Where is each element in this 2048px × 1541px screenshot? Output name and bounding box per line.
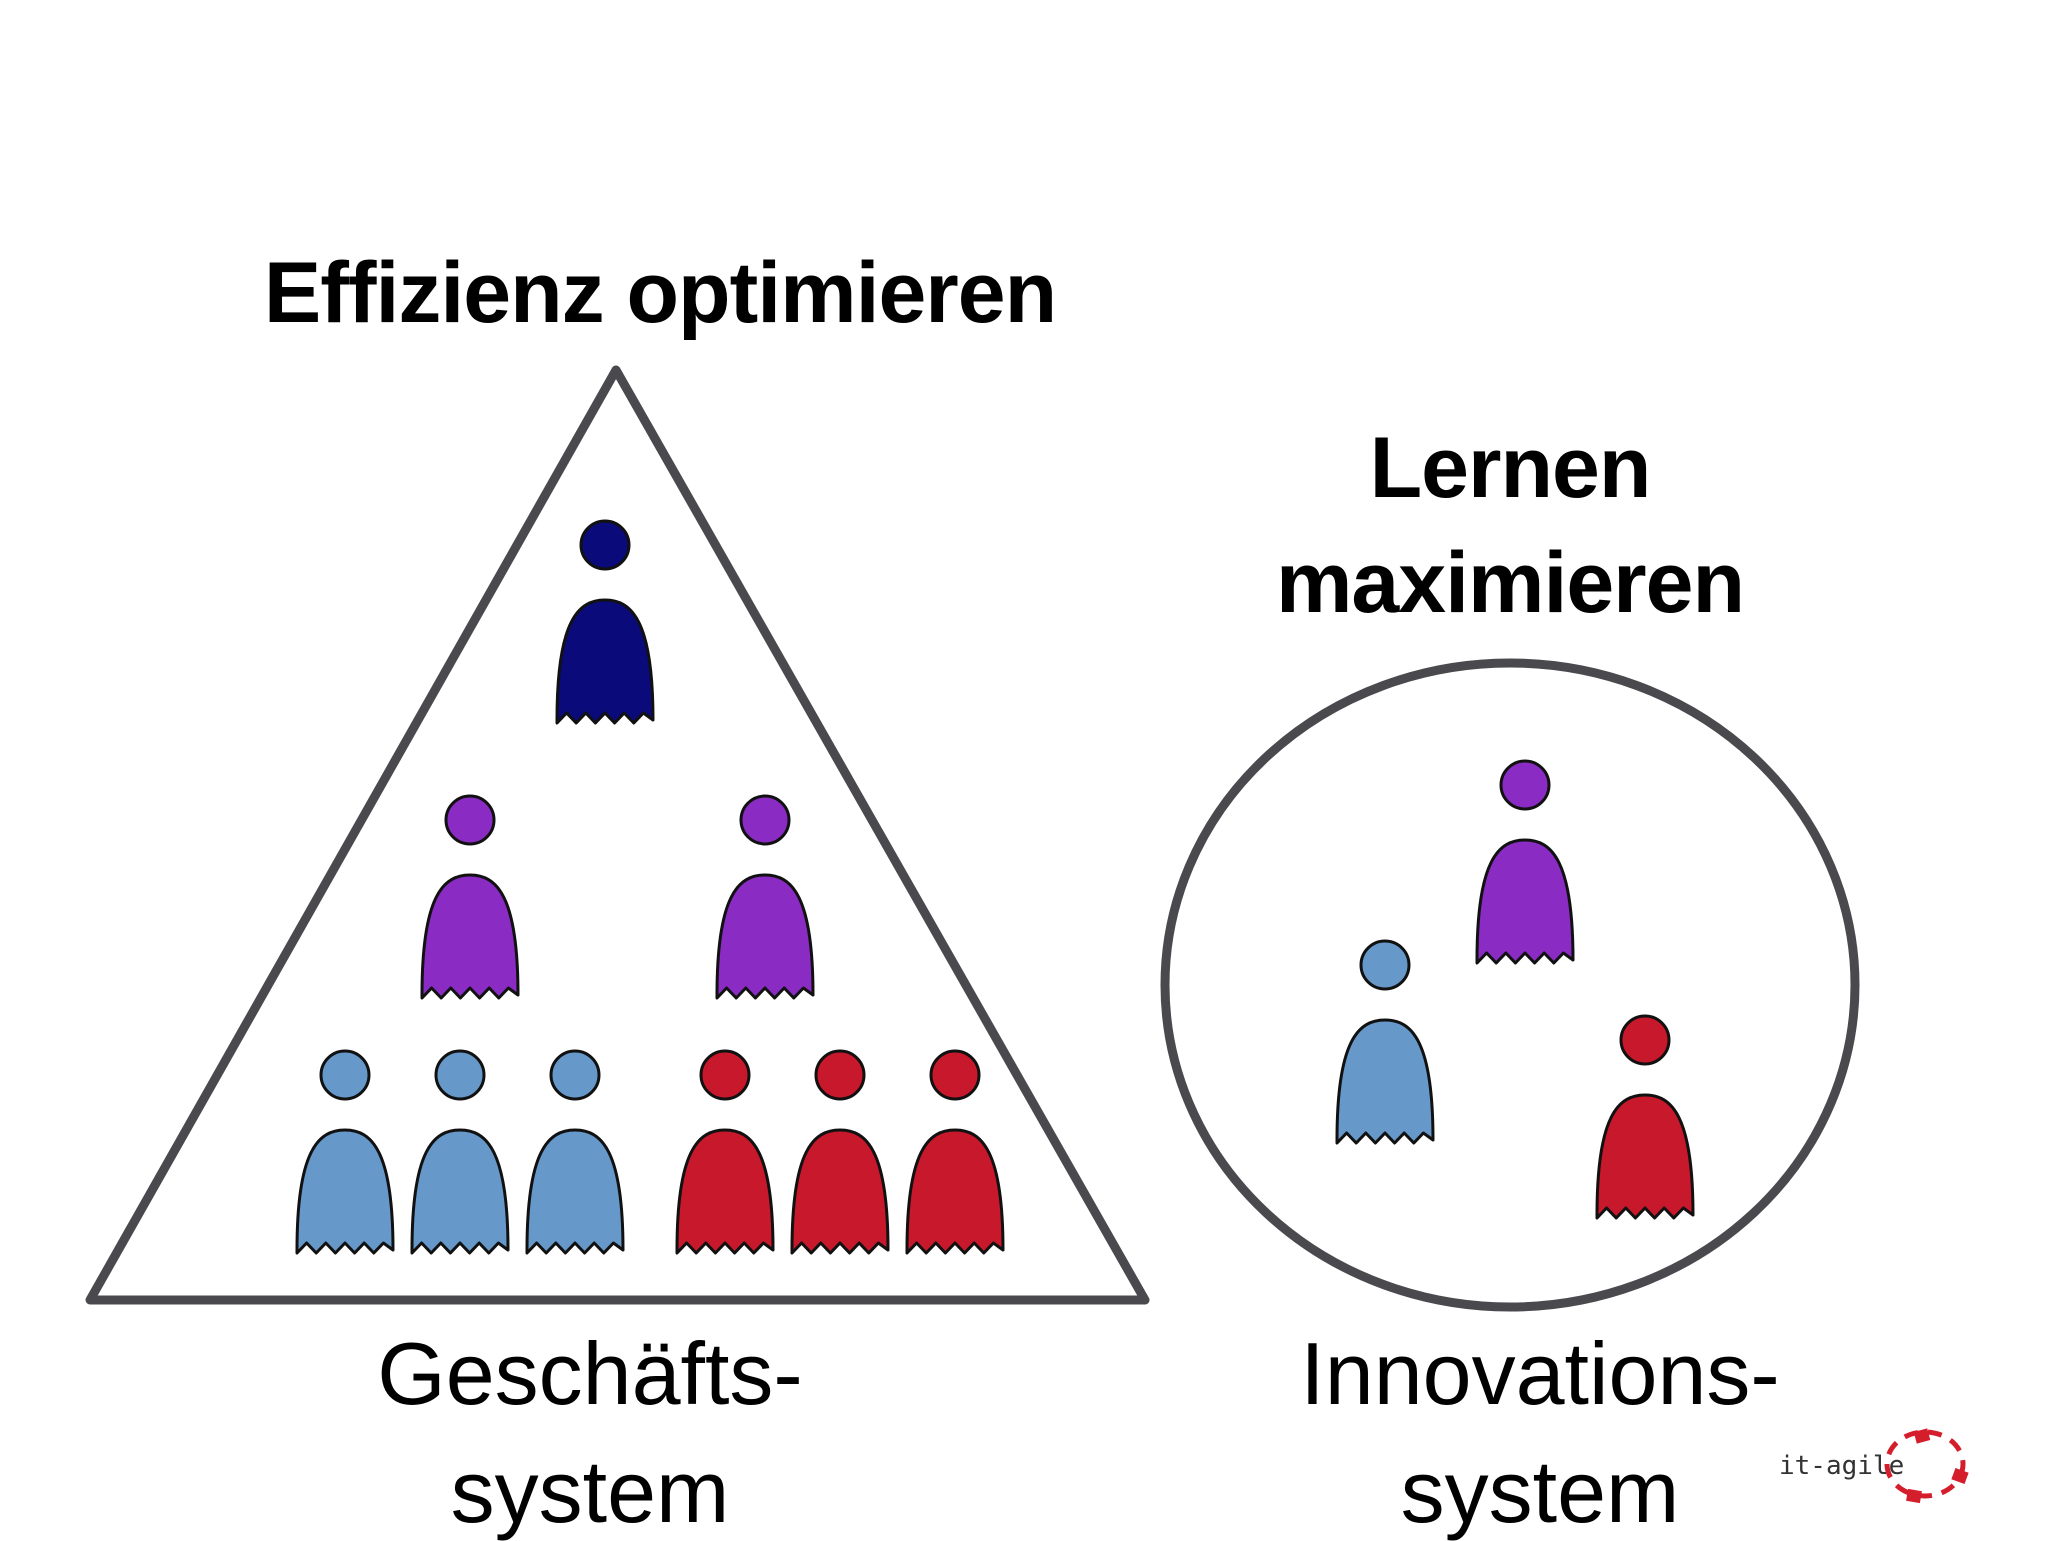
team-member-red-3	[905, 1049, 1005, 1255]
person-body-icon	[1335, 1018, 1435, 1145]
person-body-icon	[1475, 838, 1575, 965]
person-head-icon	[699, 1049, 751, 1101]
network-member-blue	[1335, 939, 1435, 1145]
person-body-icon	[790, 1128, 890, 1255]
person-body-icon	[295, 1128, 395, 1255]
person-head-icon	[929, 1049, 981, 1101]
person-head-icon	[739, 794, 791, 846]
person-body-icon	[675, 1128, 775, 1255]
person-body-icon	[555, 598, 655, 725]
it-agile-logo: it-agile	[1779, 1428, 1969, 1504]
person-body-icon	[410, 1128, 510, 1255]
manager-figure-right	[715, 794, 815, 1000]
person-body-icon	[715, 873, 815, 1000]
right-heading-line2: maximieren	[1275, 535, 1745, 631]
person-head-icon	[1499, 759, 1551, 811]
person-head-icon	[319, 1049, 371, 1101]
leader-figure	[555, 519, 655, 725]
person-head-icon	[434, 1049, 486, 1101]
right-caption-line2: system	[1400, 1442, 1680, 1541]
team-member-red-1	[675, 1049, 775, 1255]
logo-ring	[1884, 1429, 1966, 1499]
person-body-icon	[905, 1128, 1005, 1255]
network-member-red	[1595, 1014, 1695, 1220]
right-heading-line1: Lernen	[1369, 420, 1652, 516]
person-head-icon	[549, 1049, 601, 1101]
network-member-purple	[1475, 759, 1575, 965]
left-heading: Effizienz optimieren	[263, 245, 1057, 341]
network-circle	[1160, 658, 1860, 1312]
person-head-icon	[814, 1049, 866, 1101]
team-member-blue-2	[410, 1049, 510, 1255]
person-head-icon	[579, 519, 631, 571]
person-head-icon	[1359, 939, 1411, 991]
team-member-red-2	[790, 1049, 890, 1255]
team-member-blue-1	[295, 1049, 395, 1255]
person-body-icon	[420, 873, 520, 1000]
person-head-icon	[444, 794, 496, 846]
right-caption-line1: Innovations-	[1300, 1324, 1780, 1423]
person-body-icon	[525, 1128, 625, 1255]
logo-text: it-agile	[1779, 1451, 1904, 1481]
left-caption-line1: Geschäfts-	[377, 1324, 803, 1423]
person-body-icon	[1595, 1093, 1695, 1220]
team-member-blue-3	[525, 1049, 625, 1255]
manager-figure-left	[420, 794, 520, 1000]
person-head-icon	[1619, 1014, 1671, 1066]
left-caption-line2: system	[450, 1442, 730, 1541]
